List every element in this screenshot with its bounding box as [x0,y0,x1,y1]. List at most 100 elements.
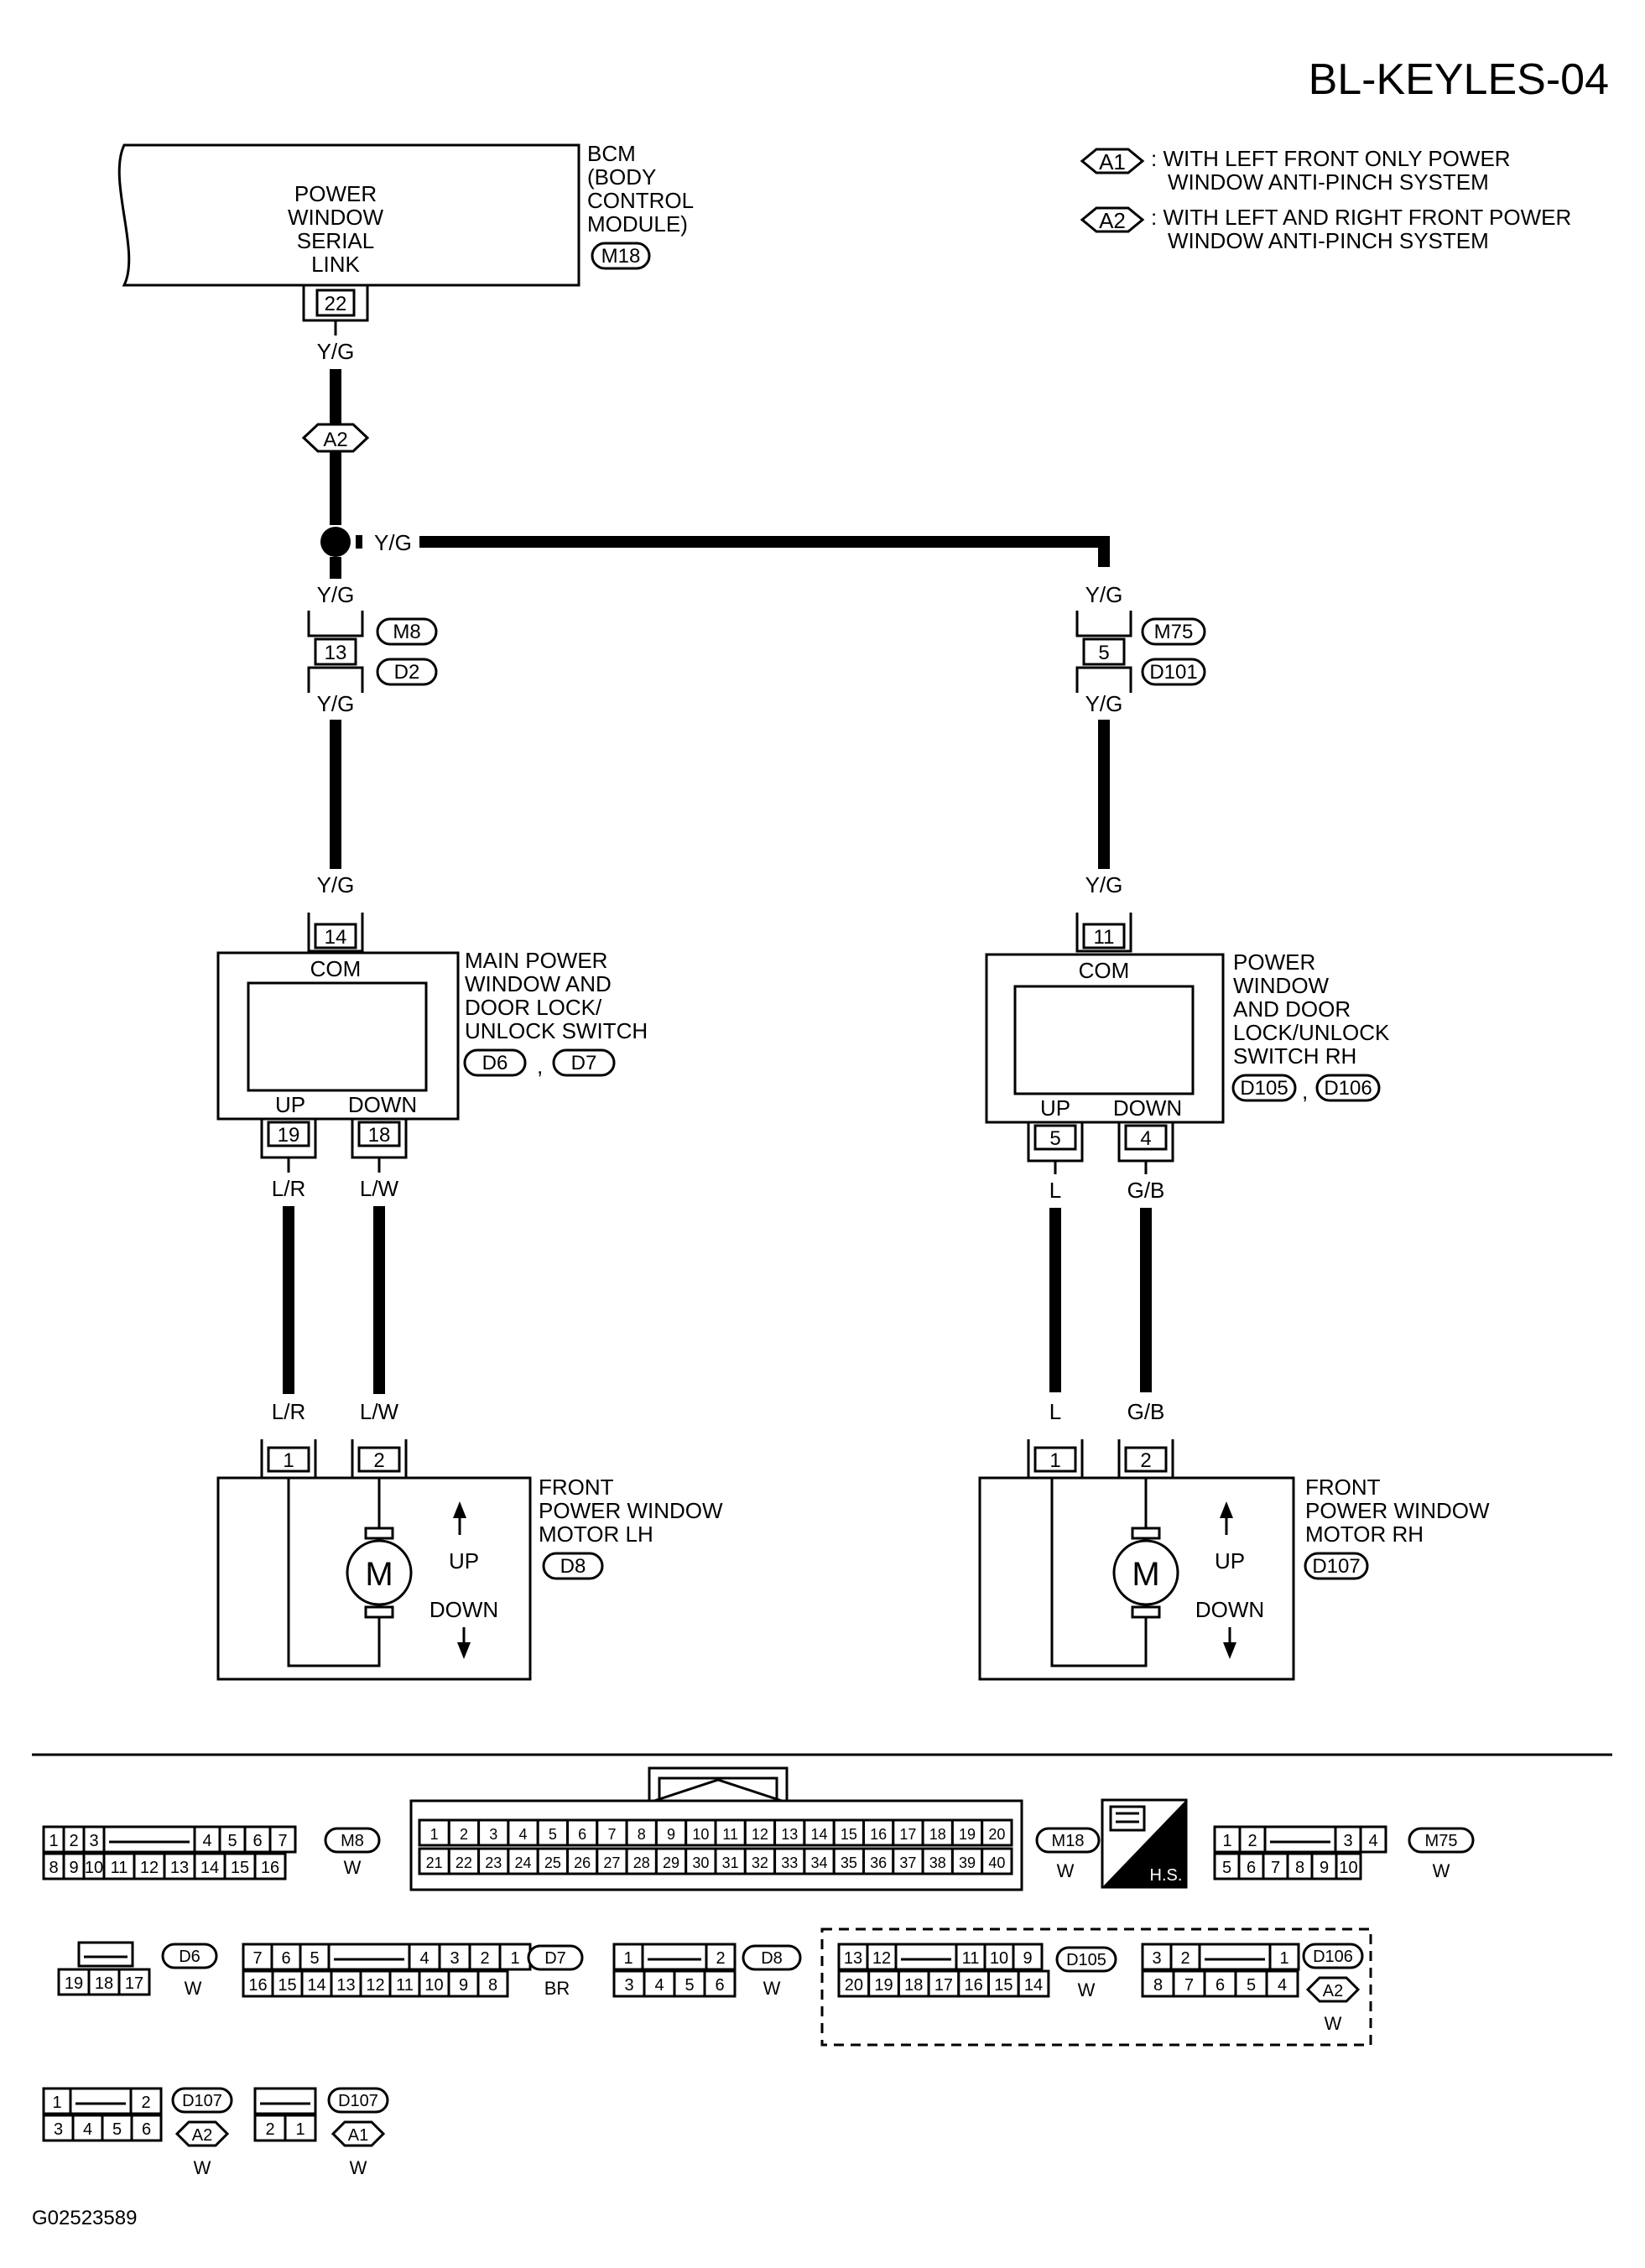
wire-label: Y/G [317,582,355,607]
m18-bottom-pin: 24 [515,1854,532,1871]
junction-right-conn-a: M75 [1154,621,1194,643]
m18-bottom-pin: 22 [455,1854,472,1871]
m8-top-pin: 1 [49,1832,58,1850]
m18-bottom-pin: 30 [692,1854,709,1871]
d6-id-shape [161,1943,218,1969]
d107b-id-shape [327,2087,389,2114]
d107b-color: W [350,2157,367,2178]
d105-bottom-pin: 19 [874,1976,893,1995]
d6-bottom-pin: 17 [125,1974,143,1993]
m18-top-pin: 10 [692,1826,709,1843]
d8-bottom-pin: 5 [685,1976,694,1995]
d7-top-cell [438,1943,471,1971]
bcm-name-2: (BODY [587,164,656,190]
d106-color: W [1325,2013,1342,2034]
m18-top-pin: 4 [519,1826,528,1843]
d105-color: W [1078,1979,1096,2000]
switch-rh-name-2: WINDOW [1233,973,1330,998]
m18-top-pin: 2 [460,1826,468,1843]
switch-main-up-pin: 19 [278,1124,300,1147]
d8-top-pin: 1 [623,1949,632,1968]
m75-top-pin: 2 [1247,1832,1257,1850]
m75-bottom-pin: 10 [1339,1859,1357,1877]
m18-bottom-pin: 25 [544,1854,561,1871]
m8-top-cell [42,1825,65,1854]
m75-bottom-cell [1262,1852,1289,1880]
switch-rh-down-pin: 4 [1140,1127,1151,1150]
d107a-tag: A2 [192,2126,212,2145]
m18-top-pin: 17 [899,1826,916,1843]
d107a-top-pin: 1 [52,2094,61,2112]
d7-top-pin: 4 [419,1949,429,1968]
legend-a1-line1: : WITH LEFT FRONT ONLY POWER [1151,146,1511,171]
m8-hole [102,1825,196,1854]
switch-rh-com: COM [1079,958,1130,983]
wire-label: G/B [1127,1178,1165,1203]
switch-rh-name-3: AND DOOR [1233,996,1351,1022]
d107a-top-cell [42,2087,72,2115]
motor-lh-pin2: 2 [373,1449,384,1472]
m8-bottom-pin: 16 [261,1859,279,1877]
switch-main-name-1: MAIN POWER [465,948,607,973]
d107b-bottom-cell [284,2114,317,2142]
m18-bottom-pin: 40 [988,1854,1005,1871]
m75-bottom-pin: 5 [1222,1859,1231,1877]
junction-right-pin: 5 [1098,642,1109,664]
m8-bottom-cell [82,1852,106,1880]
d106-top-cell [1268,1943,1300,1971]
m8-bottom-cell [193,1852,226,1880]
d6-id: D6 [179,1948,200,1966]
m8-top-cell [218,1825,247,1854]
m18-top-pin: 1 [430,1826,439,1843]
motor-rh-name-1: FRONT [1305,1475,1381,1500]
d107a-id-shape [171,2087,233,2114]
d8-id-shape [742,1944,802,1971]
motor-rh-down: DOWN [1195,1597,1264,1622]
switch-main-com: COM [310,956,362,981]
d7-bottom-pin: 11 [396,1976,414,1995]
m8-top-cell [82,1825,106,1854]
switch-rh-conn-b: D106 [1324,1077,1372,1100]
motor-lh-down: DOWN [429,1597,498,1622]
motor-lh-name-3: MOTOR LH [539,1522,653,1547]
m18-bottom-cell [892,1847,924,1875]
d106-bottom-pin: 7 [1184,1976,1194,1995]
junction-right-conn-b: D101 [1149,661,1197,684]
m8-top-pin: 4 [202,1832,211,1850]
wire-label: Y/G [374,530,412,555]
d106-bottom-pin: 6 [1216,1976,1225,1995]
d105-id: D105 [1066,1951,1106,1969]
d107a-color: W [194,2157,211,2178]
d105-hole [894,1943,958,1971]
d105-top-pin: 10 [990,1949,1008,1968]
m8-top-pin: 3 [89,1832,98,1850]
m8-bottom-cell [223,1852,257,1880]
switch-main-up: UP [275,1092,305,1117]
d7-top-pin: 6 [281,1949,290,1968]
m18-bottom-cell [981,1847,1013,1875]
d7-bottom-cell [388,1969,421,1998]
m75-top-pin: 4 [1368,1832,1377,1850]
d7-bottom-pin: 15 [278,1976,296,1995]
m18-bottom-pin: 38 [929,1854,946,1871]
m75-bottom-pin: 9 [1320,1859,1329,1877]
wire-label: L [1049,1399,1061,1424]
legend-tag-a2: A2 [1099,208,1126,233]
motor-rh-up: UP [1215,1548,1245,1574]
d105-top-pin: 9 [1023,1949,1032,1968]
d6-bottom-pin: 19 [65,1974,83,1993]
m18-bottom-pin: 31 [722,1854,739,1871]
m18-top-cell [654,1818,688,1847]
splice-point [320,527,351,557]
d8-bottom-pin: 4 [654,1976,664,1995]
d105-top-pin: 11 [962,1949,980,1968]
d107a-tag-shape [174,2120,230,2147]
m8-bottom-pin: 15 [231,1859,249,1877]
wire-label: Y/G [1085,582,1123,607]
d106-bottom-pin: 4 [1278,1976,1287,1995]
legend-a1-line2: WINDOW ANTI-PINCH SYSTEM [1168,169,1489,195]
m18-top-cell [507,1818,539,1847]
d105-bottom-cell [957,1969,991,1998]
d6-bottom-pin: 18 [95,1974,113,1993]
